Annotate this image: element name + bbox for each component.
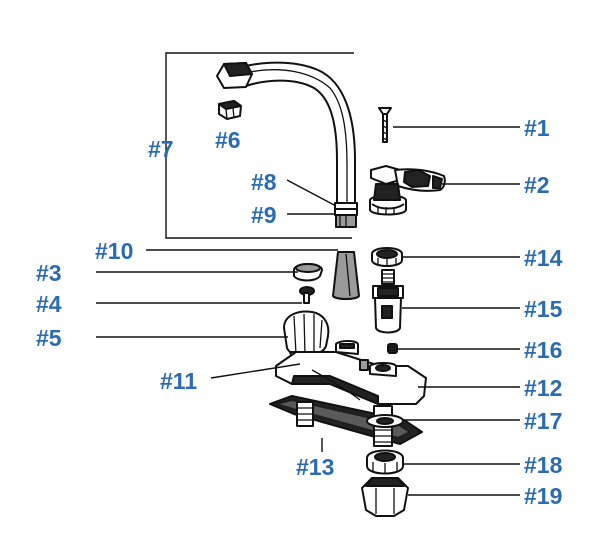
callout-1: #1 bbox=[524, 115, 550, 141]
spout-bracket bbox=[165, 52, 354, 239]
callout-13: #13 bbox=[296, 454, 334, 480]
aerator-part bbox=[218, 100, 242, 120]
callout-17: #17 bbox=[524, 408, 562, 434]
callout-8: #8 bbox=[251, 169, 277, 195]
callout-10: #10 bbox=[95, 238, 133, 264]
callout-16: #16 bbox=[524, 337, 562, 363]
callout-9: #9 bbox=[251, 202, 277, 228]
coupling-nut-part bbox=[361, 477, 409, 517]
handle-screw-part bbox=[378, 107, 392, 143]
callout-15: #15 bbox=[524, 296, 563, 322]
washer-part bbox=[366, 414, 404, 428]
callout-12: #12 bbox=[524, 375, 562, 401]
spout-part bbox=[216, 61, 358, 228]
escutcheon-part bbox=[332, 251, 360, 300]
callout-5: #5 bbox=[36, 325, 62, 351]
knob-screw-part bbox=[299, 286, 315, 304]
callout-14: #14 bbox=[524, 245, 563, 271]
callout-6: #6 bbox=[215, 127, 241, 153]
callout-2: #2 bbox=[524, 172, 550, 198]
callout-11: #11 bbox=[160, 368, 197, 394]
callout-19: #19 bbox=[524, 483, 562, 509]
index-cap-part bbox=[293, 263, 323, 282]
callout-7: #7 bbox=[148, 136, 174, 162]
lever-handle-part bbox=[369, 165, 446, 216]
callout-3: #3 bbox=[36, 260, 62, 286]
callout-18: #18 bbox=[524, 452, 563, 478]
faucet-base-part bbox=[275, 340, 427, 405]
lock-nut-part bbox=[366, 449, 404, 475]
spring-part bbox=[387, 343, 398, 354]
cartridge-part bbox=[372, 269, 404, 334]
leader-lines bbox=[96, 126, 520, 496]
callout-4: #4 bbox=[36, 291, 62, 317]
bonnet-nut-part bbox=[371, 247, 403, 267]
callout-labels: #1 #2 #3 #4 #5 #6 #7 #8 #9 #10 #11 #12 #… bbox=[36, 115, 563, 509]
